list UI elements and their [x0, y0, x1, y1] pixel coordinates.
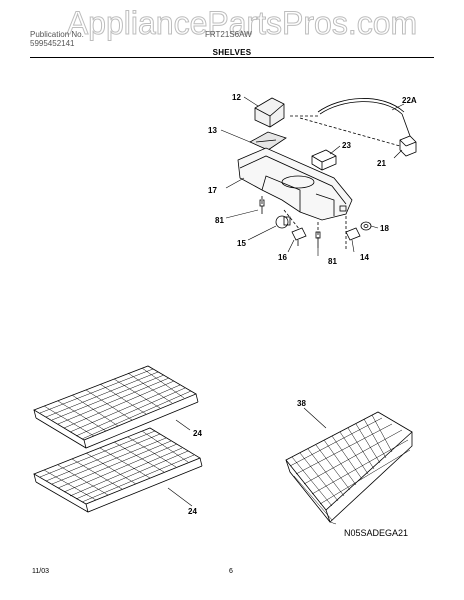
callout-23: 23 [342, 141, 351, 150]
part-21-connector [399, 135, 417, 157]
callout-22a: 22A [402, 96, 417, 105]
part-13-pad [249, 131, 287, 151]
part-15-bulb [275, 215, 291, 229]
part-18-knob [360, 221, 372, 231]
header-rule [30, 57, 434, 58]
watermark-text: AppliancePartsPros.com [67, 5, 417, 41]
footer-page-number: 6 [229, 568, 233, 575]
part-22a-harness [317, 98, 411, 137]
part-81-screw-b [315, 231, 321, 248]
part-12-light-shield [254, 97, 285, 128]
part-14-switch-block [345, 227, 361, 241]
callout-17: 17 [208, 186, 217, 195]
part-24-wire-shelf-lower [33, 427, 203, 513]
publication-header: Publication No. 5995452141 [30, 30, 84, 48]
callout-15: 15 [237, 239, 246, 248]
callout-81-b: 81 [328, 257, 337, 266]
diagram-code: N05SADEGA21 [344, 528, 409, 538]
publication-label: Publication No. [30, 30, 84, 39]
callout-16: 16 [278, 253, 287, 262]
callout-38: 38 [297, 399, 306, 408]
publication-number: 5995452141 [30, 39, 75, 48]
part-23-socket [311, 149, 337, 171]
part-16-switch [291, 227, 307, 246]
callout-14: 14 [360, 253, 369, 262]
callout-24-lower: 24 [188, 507, 197, 516]
callout-81-a: 81 [215, 216, 224, 225]
callout-24-upper: 24 [193, 429, 202, 438]
part-17-housing [237, 147, 353, 221]
part-24-wire-shelf-upper [33, 365, 199, 449]
watermark-logo: AppliancePartsPros.com [66, 5, 417, 42]
footer-date: 11/03 [32, 568, 49, 575]
callout-18: 18 [380, 224, 389, 233]
callout-12: 12 [232, 93, 241, 102]
part-81-screw-a [259, 199, 265, 214]
part-38-basket [285, 407, 413, 525]
section-title: SHELVES [212, 48, 252, 57]
model-label: FRT21S6AW [205, 30, 252, 39]
callout-13: 13 [208, 126, 217, 135]
callout-21: 21 [377, 159, 386, 168]
